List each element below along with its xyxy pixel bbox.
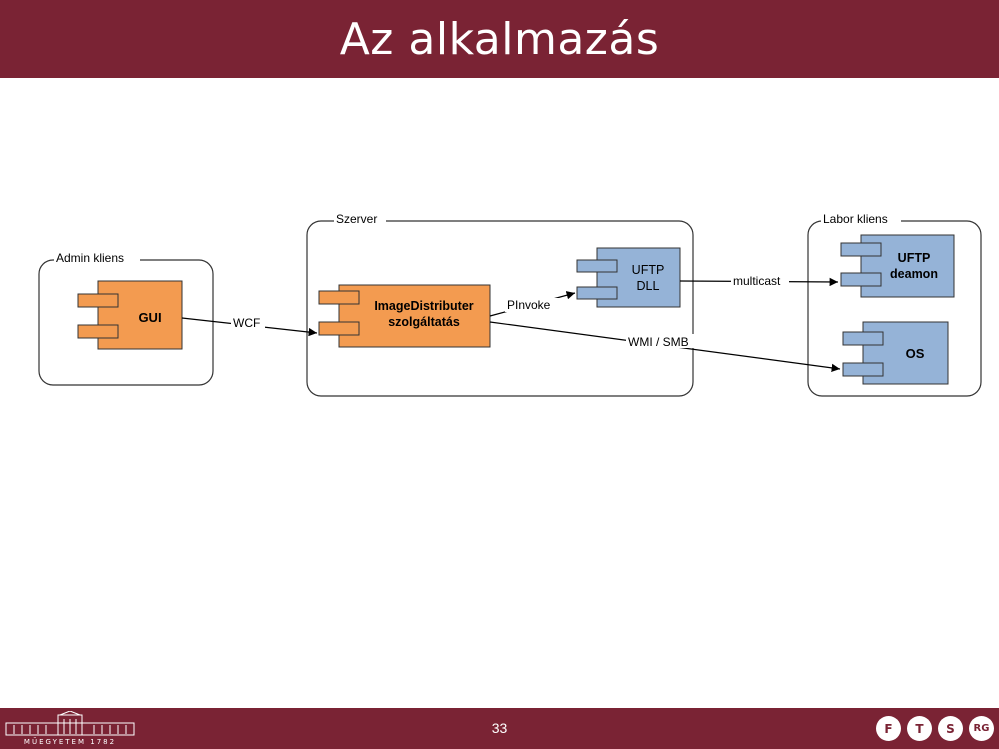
department-logos: F T S RG	[876, 716, 994, 741]
slide-header: Az alkalmazás	[0, 0, 999, 78]
os-label: OS	[906, 346, 925, 361]
dept-logo-rg-icon: RG	[969, 716, 994, 741]
dept-logo-s-icon: S	[938, 716, 963, 741]
multicast-label: multicast	[733, 274, 781, 288]
uftp-deamon-label-1: UFTP	[898, 251, 931, 265]
university-building-logo: MŰEGYETEM 1782	[5, 711, 135, 746]
pinvoke-connection: PInvoke	[489, 291, 576, 317]
gui-label: GUI	[138, 310, 161, 325]
page-number: 33	[491, 720, 508, 736]
uftp-dll-label-2: DLL	[637, 279, 660, 293]
slide-footer: MŰEGYETEM 1782 33 F T S RG	[0, 708, 999, 749]
image-distributer-label-2: szolgáltatás	[388, 315, 460, 329]
gui-component: GUI	[77, 280, 183, 350]
image-distributer-label-1: ImageDistributer	[374, 299, 473, 313]
labor-client-label: Labor kliens	[823, 212, 888, 226]
uftp-dll-component: UFTP DLL	[576, 247, 681, 308]
uftp-deamon-label-2: deamon	[890, 267, 938, 281]
os-component: OS	[842, 321, 949, 385]
image-distributer-component: ImageDistributer szolgáltatás	[318, 284, 491, 348]
admin-client-label: Admin kliens	[56, 251, 124, 265]
wmi-smb-label: WMI / SMB	[628, 335, 689, 349]
dept-logo-t-icon: T	[907, 716, 932, 741]
uftp-dll-label-1: UFTP	[632, 263, 665, 277]
multicast-connection: multicast	[679, 274, 839, 288]
university-logo-text: MŰEGYETEM 1782	[24, 737, 116, 746]
wmi-smb-connection: WMI / SMB	[489, 321, 841, 373]
uftp-deamon-component: UFTP deamon	[840, 234, 955, 298]
dept-logo-f-icon: F	[876, 716, 901, 741]
pinvoke-label: PInvoke	[507, 298, 551, 312]
wcf-label: WCF	[233, 316, 260, 330]
server-label: Szerver	[336, 212, 377, 226]
slide-title: Az alkalmazás	[339, 13, 660, 65]
wcf-connection: WCF	[181, 316, 318, 337]
